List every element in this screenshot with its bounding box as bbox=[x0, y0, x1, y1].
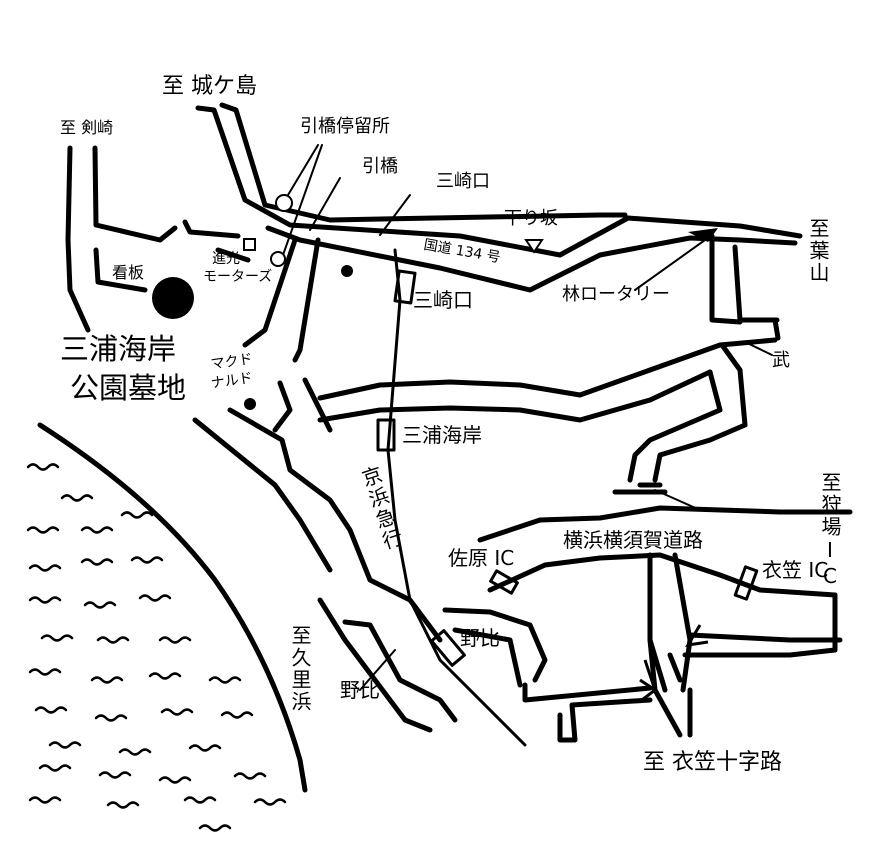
station-boxes bbox=[376, 269, 759, 667]
road-hikihashi-south bbox=[192, 237, 443, 643]
label-misakiguchi-station: 三崎口 bbox=[413, 288, 473, 312]
mcdonalds-dot-icon bbox=[244, 398, 256, 410]
yokohama-yokosuka-road bbox=[477, 482, 853, 693]
label-hikihashi: 引橋 bbox=[362, 156, 398, 177]
label-to-tsurugisaki: 至 剣崎 bbox=[60, 118, 114, 137]
label-to-hayama: 至葉山 bbox=[806, 218, 830, 284]
road-tsurugisaki bbox=[65, 145, 251, 333]
label-to-jogashima: 至 城ケ島 bbox=[162, 74, 257, 99]
label-kanban: 看板 bbox=[112, 263, 145, 282]
label-kudarizaka: 下り坂 bbox=[504, 208, 558, 229]
triangle-down-icon bbox=[524, 239, 544, 254]
label-yokohama-yokosuka-road: 横浜横須賀道路 bbox=[563, 528, 703, 552]
coastline bbox=[37, 422, 308, 793]
label-misakiguchi-junction: 三崎口 bbox=[436, 171, 490, 192]
filled-circle-icon bbox=[152, 277, 194, 319]
title-line-1: 三浦海岸 bbox=[60, 332, 177, 366]
label-takeshi: 武 bbox=[772, 350, 790, 371]
label-nobi-station: 野比 bbox=[460, 626, 500, 650]
label-hayashi-rotary: 林ロータリー bbox=[562, 284, 670, 305]
label-hikihashi-stop: 引橋停留所 bbox=[300, 116, 390, 137]
title-line-2: 公園墓地 bbox=[70, 371, 187, 405]
hikihashi-stop-pointers bbox=[282, 144, 773, 691]
label-sahara-ic: 佐原 IC bbox=[448, 546, 515, 570]
small-dot-icon bbox=[341, 265, 353, 277]
label-to-kinugasa-jujiro: 至 衣笠十字路 bbox=[643, 750, 782, 775]
label-miurakaigan-station: 三浦海岸 bbox=[402, 423, 482, 447]
label-kinugasa-ic: 衣笠 IC bbox=[762, 558, 829, 582]
shinko-motors-square bbox=[243, 238, 256, 251]
arrow-heads bbox=[639, 624, 709, 702]
label-motors: モーターズ bbox=[203, 269, 273, 285]
label-to-kurihama: 至久里浜 bbox=[288, 625, 312, 713]
sea-waves bbox=[26, 463, 287, 832]
bus-stop-circle-1 bbox=[275, 194, 293, 212]
label-to-karibaic: 至狩場IC bbox=[818, 472, 842, 590]
road-middle bbox=[317, 233, 781, 483]
bus-stop-circle-2 bbox=[270, 251, 286, 267]
keikyu-line bbox=[386, 248, 527, 747]
road-kurihama bbox=[317, 597, 458, 733]
label-shinko: 進光 bbox=[212, 251, 240, 267]
rotary-marker-icon bbox=[688, 228, 718, 242]
label-nobi-area: 野比 bbox=[340, 678, 380, 702]
